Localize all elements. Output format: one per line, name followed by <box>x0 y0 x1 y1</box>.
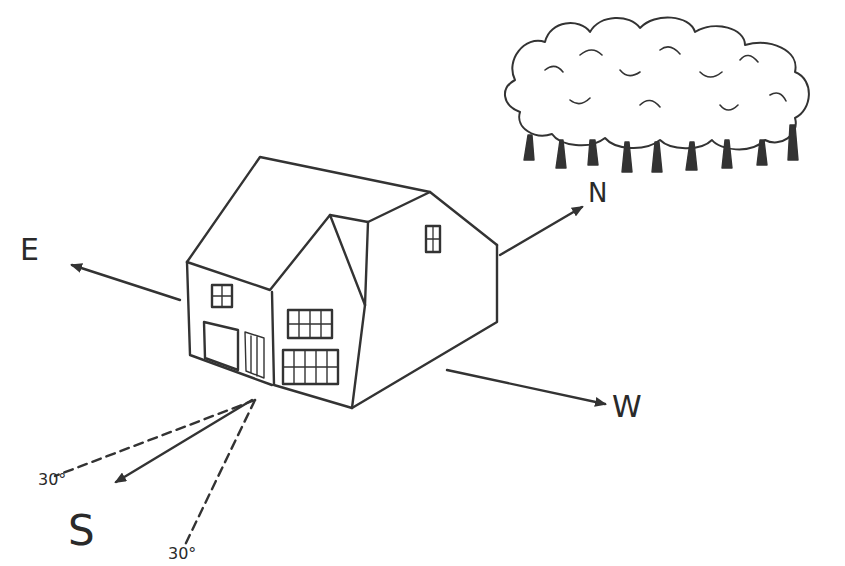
angle-label: 30° <box>168 546 196 562</box>
direction-label: W <box>612 392 642 422</box>
direction-label: N <box>588 180 607 206</box>
compass-arrows <box>55 207 605 545</box>
direction-label: S <box>68 510 95 552</box>
angle-label: 30° <box>38 472 66 488</box>
trees <box>505 17 809 172</box>
direction-label: E <box>20 235 39 265</box>
